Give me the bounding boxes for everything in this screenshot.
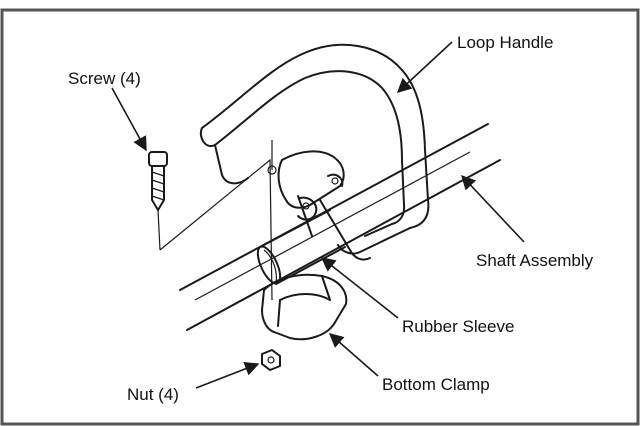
loop-handle-part: [199, 43, 430, 255]
label-nut: Nut (4): [127, 385, 179, 404]
bottom-clamp-leader: [328, 333, 379, 377]
bottom-clamp-part: [261, 273, 348, 341]
rubber-sleeve-leader: [320, 257, 399, 319]
screw-leader: [111, 87, 147, 152]
label-bottom-clamp: Bottom Clamp: [382, 375, 490, 394]
screw-part: [148, 151, 168, 251]
top-clamp-part: [277, 150, 371, 261]
shaft-assembly-leader: [461, 174, 525, 243]
loop-handle-leader: [396, 41, 453, 93]
nut-part: [261, 349, 281, 371]
bolt-guide-lines: [159, 140, 277, 301]
label-shaft-assembly: Shaft Assembly: [476, 251, 594, 270]
label-rubber-sleeve: Rubber Sleeve: [402, 317, 514, 336]
figure-border: [0, 8, 640, 426]
shaft-assembly-part: [179, 123, 501, 331]
label-screw: Screw (4): [68, 69, 141, 88]
label-loop-handle: Loop Handle: [457, 33, 553, 52]
nut-leader: [195, 361, 260, 389]
